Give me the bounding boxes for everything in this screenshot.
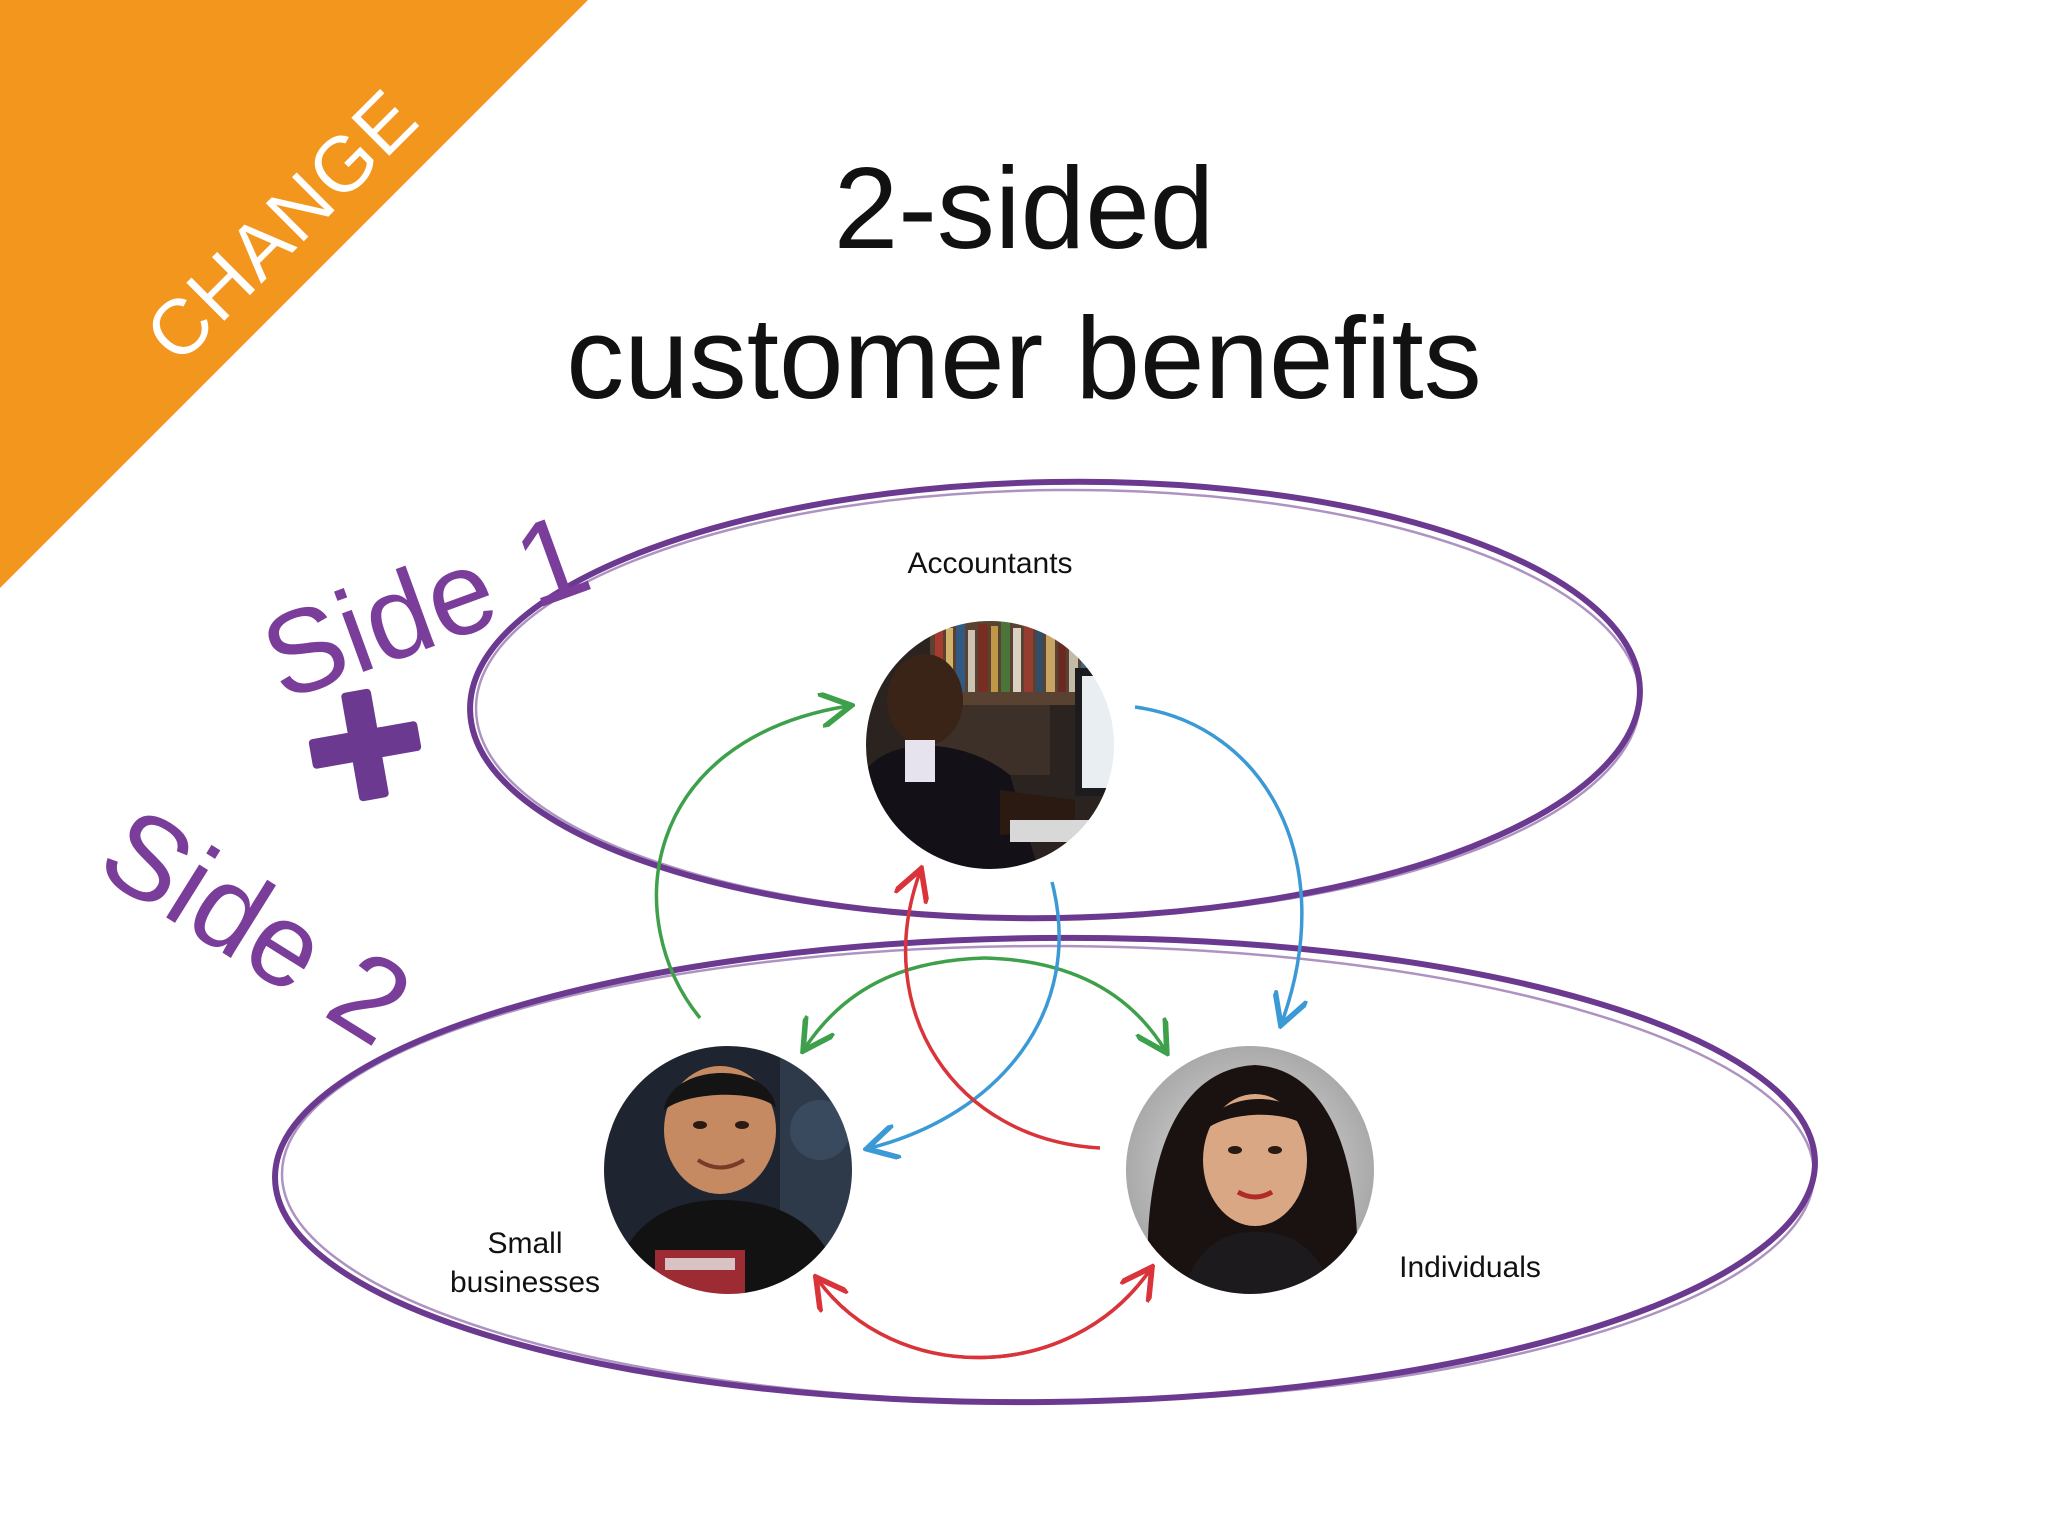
arrow-center-to-individuals	[984, 956, 1165, 1050]
small-businesses-label-line1: Small	[487, 1227, 563, 1260]
plus-icon	[301, 681, 428, 808]
small-business-photo-border	[602, 1044, 854, 1296]
arrow-individuals-to-accountants	[906, 872, 1101, 1150]
title-line-1: 2-sided	[833, 143, 1215, 273]
benefit-arrows	[654, 705, 1302, 1360]
title-line-2: customer benefits	[566, 293, 1482, 423]
small-businesses-label-line2: businesses	[449, 1266, 601, 1299]
individual-photo-border	[1124, 1044, 1376, 1296]
arrow-accountants-to-individuals	[1134, 705, 1302, 1022]
accountants-label: Accountants	[907, 547, 1073, 580]
small-business-photo	[603, 1045, 853, 1295]
individuals-label: Individuals	[1399, 1251, 1541, 1284]
arrow-individuals-to-small	[818, 1268, 1152, 1360]
arrow-accountants-to-small	[870, 881, 1061, 1148]
side-2-ellipse	[272, 934, 1818, 1406]
arrow-small-to-accountants	[654, 706, 848, 1020]
accountants-photo	[865, 620, 1115, 870]
individual-photo	[1125, 1045, 1375, 1295]
small-businesses-label: Small businesses	[415, 1224, 635, 1302]
arrow-center-to-small	[805, 956, 986, 1048]
accountants-photo-border	[864, 619, 1116, 871]
arrow-small-to-individuals	[816, 1270, 1150, 1360]
